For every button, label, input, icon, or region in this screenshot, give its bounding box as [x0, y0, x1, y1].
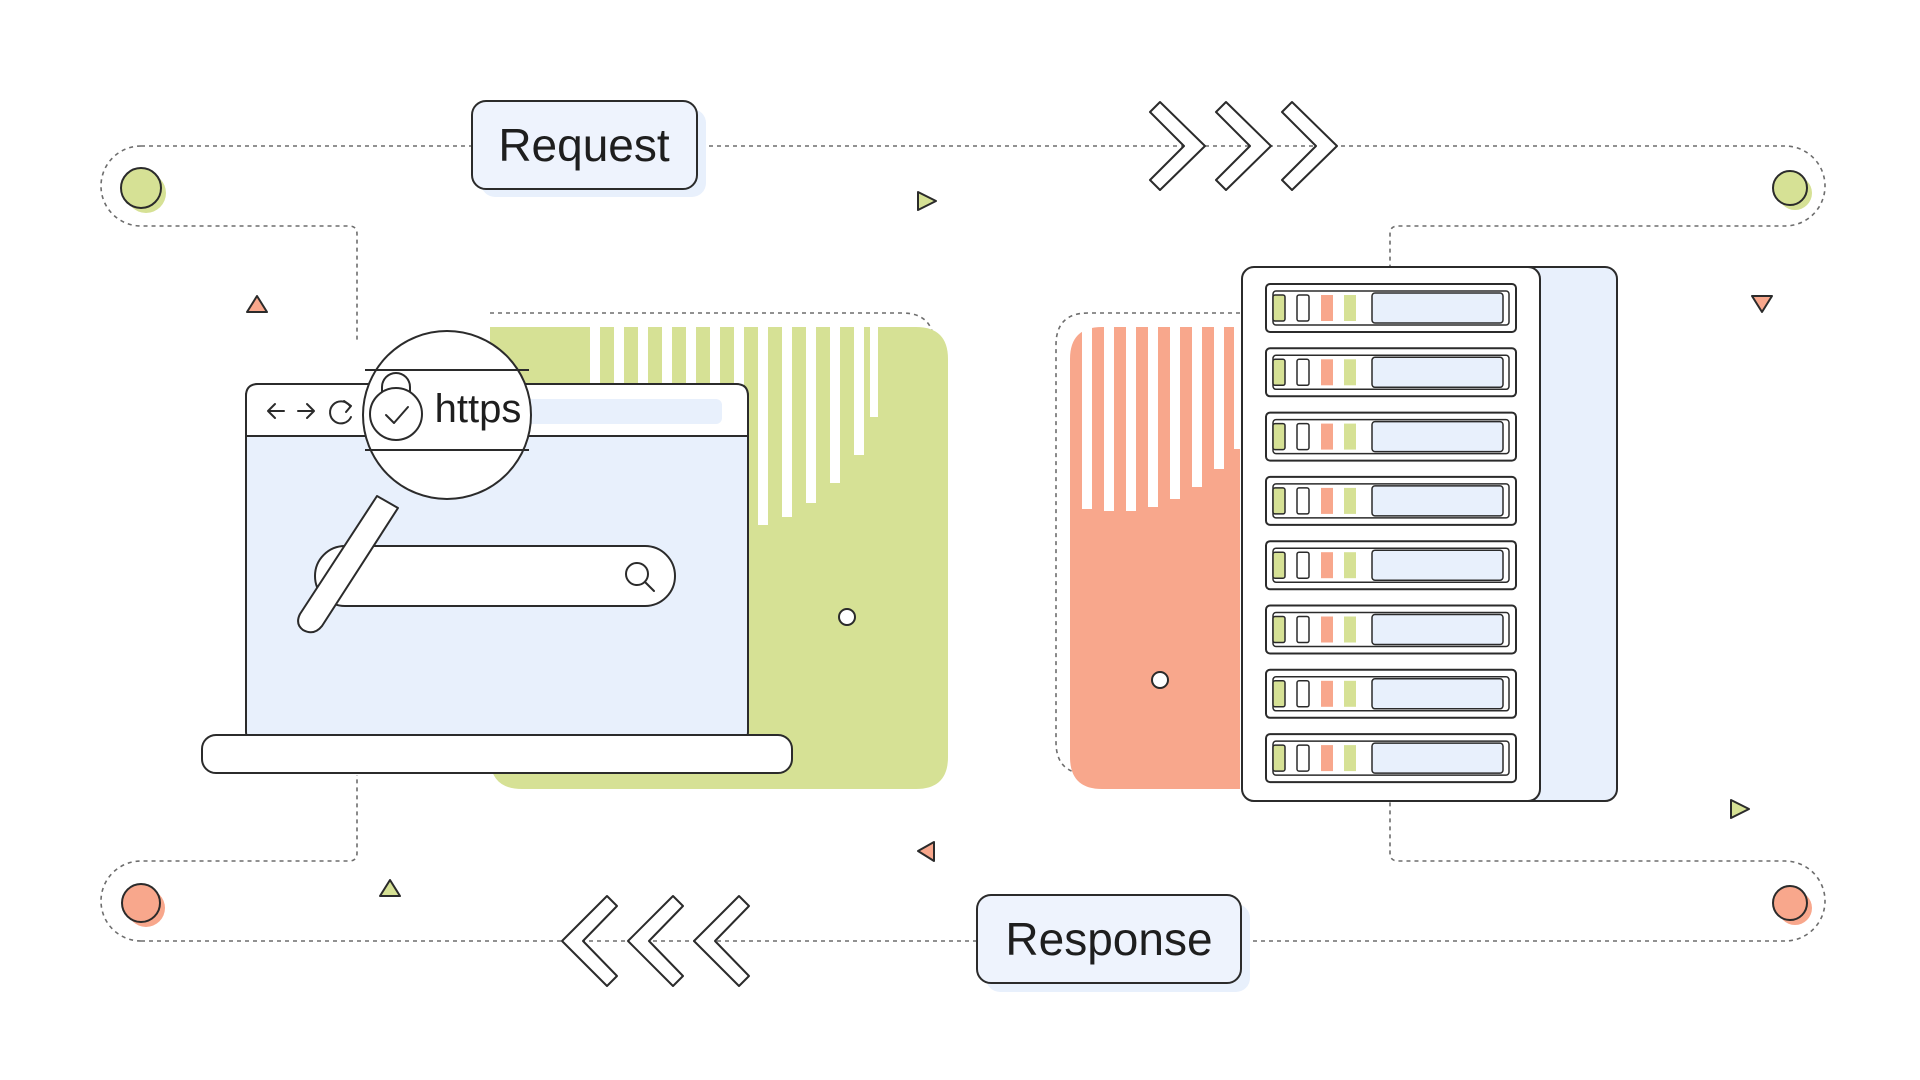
rack-light-salmon [1321, 487, 1333, 514]
forward-arrow-icon [297, 403, 315, 419]
reload-icon [329, 400, 352, 425]
rack-light-off [1296, 358, 1310, 387]
triangle-marker-icon [1730, 799, 1750, 819]
rack-unit [1265, 540, 1517, 591]
rack-light-green [1272, 422, 1286, 451]
laptop-base [201, 734, 793, 774]
green-dot [838, 608, 856, 626]
chevron-left-icon [693, 895, 750, 987]
chevron-right-icon [1281, 101, 1338, 191]
rack-light-lime [1344, 423, 1356, 450]
request-track-left [100, 145, 358, 340]
rack-light-salmon [1321, 295, 1333, 321]
rack-drive-slot [1371, 678, 1504, 710]
rack-light-off [1296, 487, 1310, 515]
triangle-markers [246, 191, 1773, 897]
triangle-marker-icon [917, 191, 937, 211]
rack-drive-slot [1371, 485, 1504, 517]
rack-drive-slot [1371, 613, 1504, 646]
request-label: Request [471, 100, 706, 197]
rack-light-lime [1344, 359, 1356, 386]
rack-light-lime [1344, 616, 1356, 643]
magnifier-icon: https [297, 330, 532, 634]
response-chevrons [561, 895, 750, 987]
request-label-text: Request [498, 119, 670, 171]
response-track-left [100, 775, 358, 942]
rack-unit [1265, 283, 1517, 333]
triangle-marker-icon [1751, 295, 1773, 313]
rack-light-green [1272, 358, 1286, 387]
rack-drive-slot [1371, 356, 1504, 389]
salmon-stripes [1082, 327, 1240, 511]
response-track [141, 800, 1826, 942]
rack-light-green [1272, 551, 1286, 579]
rack-light-salmon [1321, 423, 1333, 450]
rack-unit [1265, 411, 1517, 462]
client-illustration: https [201, 327, 948, 789]
rack-light-green [1272, 744, 1286, 772]
rack-unit [1265, 347, 1517, 398]
triangle-marker-icon [917, 841, 935, 862]
server-rack-units [1265, 283, 1517, 784]
response-label-text: Response [1005, 913, 1212, 965]
rack-light-lime [1344, 680, 1356, 707]
rack-light-off [1296, 615, 1310, 644]
rack-light-off [1296, 422, 1310, 451]
rack-unit [1265, 475, 1517, 526]
lock-icon [369, 372, 423, 441]
back-arrow-icon [267, 403, 285, 419]
rack-drive-slot [1371, 742, 1504, 774]
salmon-dot [1151, 671, 1169, 689]
rack-unit [1265, 733, 1517, 784]
endpoint-dots [120, 167, 1812, 927]
rack-drive-slot [1371, 549, 1504, 581]
request-chevrons [1149, 101, 1338, 191]
rack-light-salmon [1321, 680, 1333, 707]
rack-light-green [1272, 615, 1286, 644]
response-label: Response [976, 894, 1250, 992]
rack-light-lime [1344, 295, 1356, 321]
rack-light-lime [1344, 487, 1356, 514]
search-field [314, 545, 676, 607]
rack-light-green [1272, 294, 1286, 322]
check-icon [385, 406, 409, 424]
chevron-left-icon [627, 895, 684, 987]
rack-light-green [1272, 680, 1286, 708]
rack-light-salmon [1321, 745, 1333, 772]
rack-light-green [1272, 487, 1286, 515]
rack-unit [1265, 668, 1517, 719]
rack-light-salmon [1321, 359, 1333, 386]
search-icon [625, 562, 655, 592]
rack-light-off [1296, 744, 1310, 772]
rack-drive-slot [1371, 420, 1504, 453]
rack-light-salmon [1321, 552, 1333, 579]
triangle-marker-icon [246, 295, 268, 313]
browser-nav-icons [267, 400, 352, 425]
rack-unit [1265, 604, 1517, 655]
https-label: https [435, 387, 522, 431]
chevron-left-icon [561, 895, 618, 987]
rack-light-off [1296, 294, 1310, 322]
chevron-right-icon [1149, 101, 1206, 191]
triangle-marker-icon [379, 879, 401, 897]
rack-light-lime [1344, 745, 1356, 772]
server-cabinet [1241, 266, 1541, 802]
rack-light-lime [1344, 552, 1356, 579]
rack-light-off [1296, 680, 1310, 708]
rack-light-salmon [1321, 616, 1333, 643]
rack-light-off [1296, 551, 1310, 579]
chevron-right-icon [1215, 101, 1272, 191]
server-illustration [1070, 266, 1618, 802]
request-track [141, 145, 1826, 266]
server-dotted-frame [1055, 312, 1240, 775]
address-bar [520, 399, 722, 424]
rack-drive-slot [1371, 292, 1504, 324]
